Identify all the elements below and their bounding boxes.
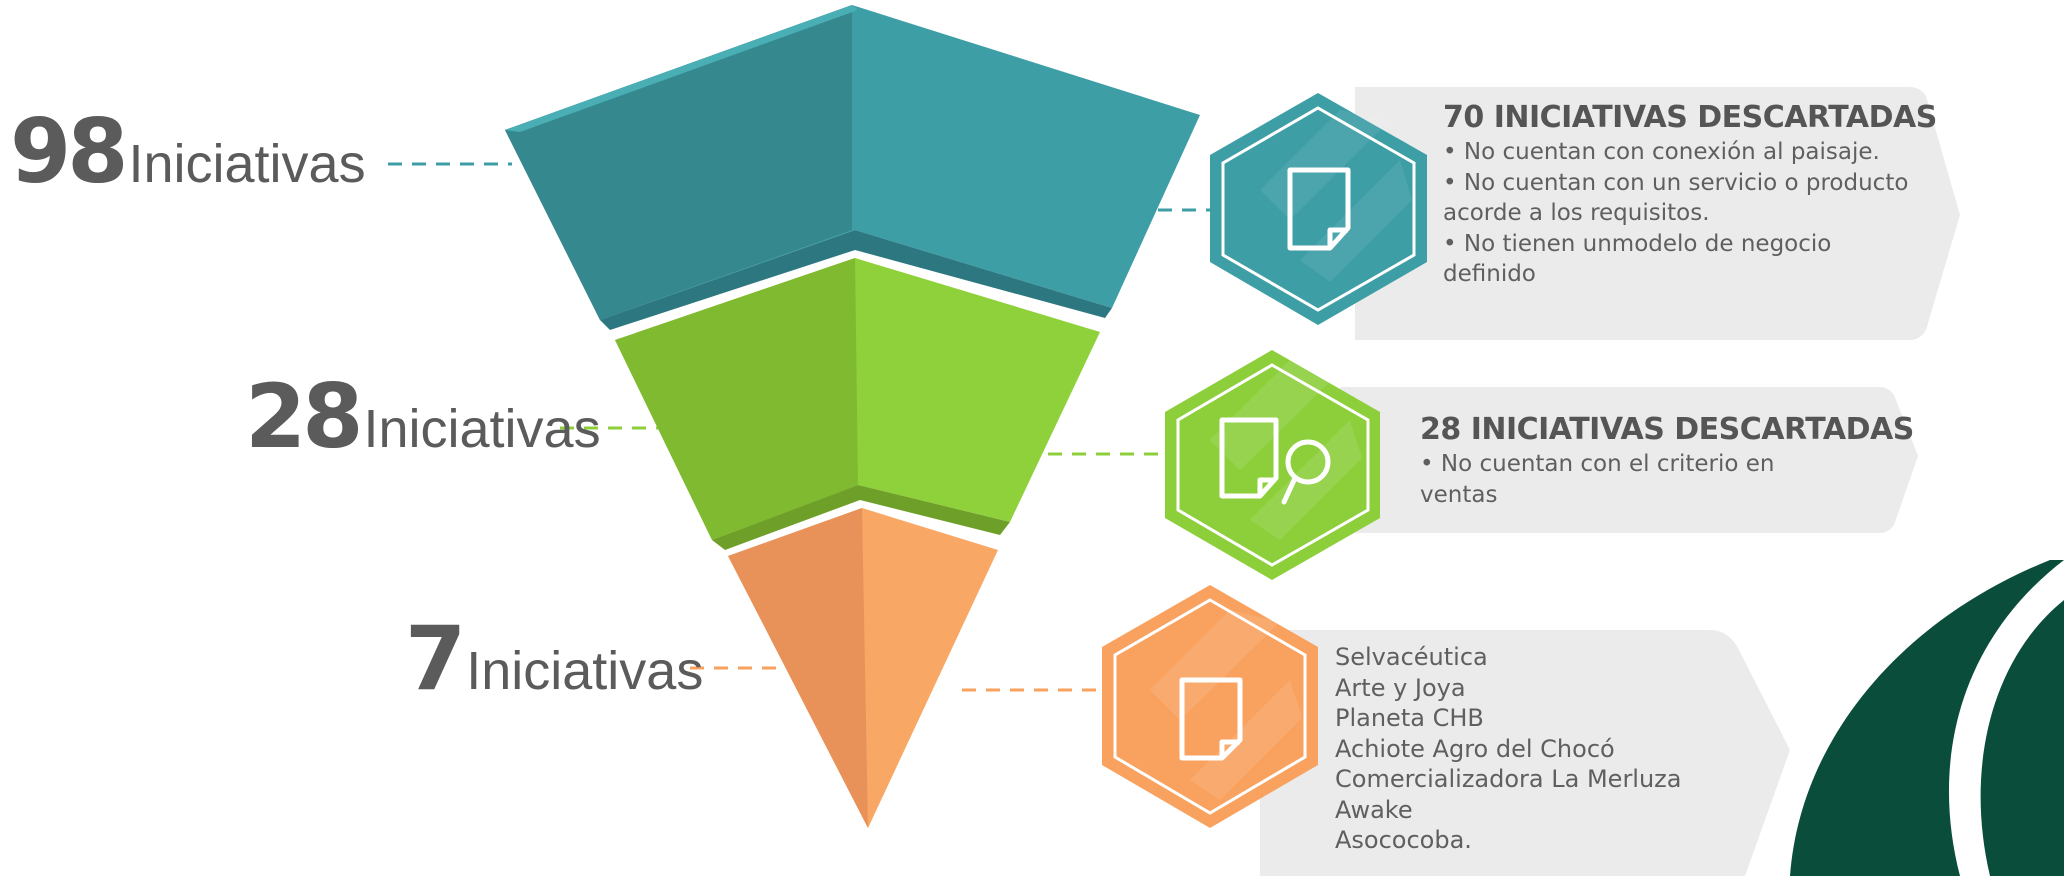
- panel-2-title: 28 INICIATIVAS DESCARTADAS: [1420, 412, 1914, 447]
- selected-initiative: Arte y Joya: [1335, 673, 1466, 702]
- panel-1-background: [1355, 87, 1960, 340]
- panel-2-item: • No cuentan con el criterio en ventas: [1420, 451, 1775, 508]
- funnel-tier-1: [505, 5, 1200, 330]
- level-2-count: 28 Iniciativas: [245, 365, 601, 468]
- funnel-tier-2: [615, 258, 1100, 550]
- panel-1-text: 70 INICIATIVAS DESCARTADAS • No cuentan …: [1443, 100, 1937, 290]
- level-1-number: 98: [10, 100, 128, 203]
- level-1-unit: Iniciativas: [128, 134, 366, 194]
- level-3-number: 7: [405, 607, 466, 710]
- panel-3-text: Selvacéutica Arte y Joya Planeta CHB Ach…: [1335, 642, 1735, 856]
- selected-initiative: Selvacéutica: [1335, 643, 1488, 671]
- level-3-unit: Iniciativas: [466, 641, 704, 701]
- document-search-icon: [1219, 417, 1331, 505]
- panel-1-item: • No tienen unmodelo de negocio definido: [1443, 230, 1832, 288]
- panel-1-item: • No cuentan con un servicio o producto …: [1443, 169, 1909, 227]
- selected-initiative: Planeta CHB: [1335, 704, 1484, 732]
- panel-3-background: [1260, 630, 1790, 876]
- badge-2: [1165, 350, 1380, 580]
- badge-1: [1210, 93, 1427, 325]
- selected-initiative: Awake: [1335, 795, 1413, 824]
- funnel-tier-3: [728, 508, 998, 828]
- selected-initiative: Achiote Agro del Chocó: [1335, 734, 1615, 763]
- level-2-unit: Iniciativas: [363, 399, 601, 459]
- panel-2-background: [1340, 387, 1918, 533]
- document-icon: [1179, 677, 1243, 761]
- panel-1-item: • No cuentan con conexión al paisaje.: [1443, 139, 1880, 165]
- panel-2-text: 28 INICIATIVAS DESCARTADAS • No cuentan …: [1420, 412, 1914, 510]
- level-3-count: 7 Iniciativas: [405, 607, 703, 710]
- document-icon: [1287, 167, 1351, 251]
- level-1-count: 98 Iniciativas: [10, 100, 366, 203]
- leaf-decoration: [1790, 560, 2064, 876]
- level-2-number: 28: [245, 365, 363, 468]
- selected-initiative: Asococoba.: [1335, 826, 1472, 854]
- selected-initiative: Comercializadora La Merluza: [1335, 765, 1682, 793]
- panel-1-title: 70 INICIATIVAS DESCARTADAS: [1443, 100, 1937, 135]
